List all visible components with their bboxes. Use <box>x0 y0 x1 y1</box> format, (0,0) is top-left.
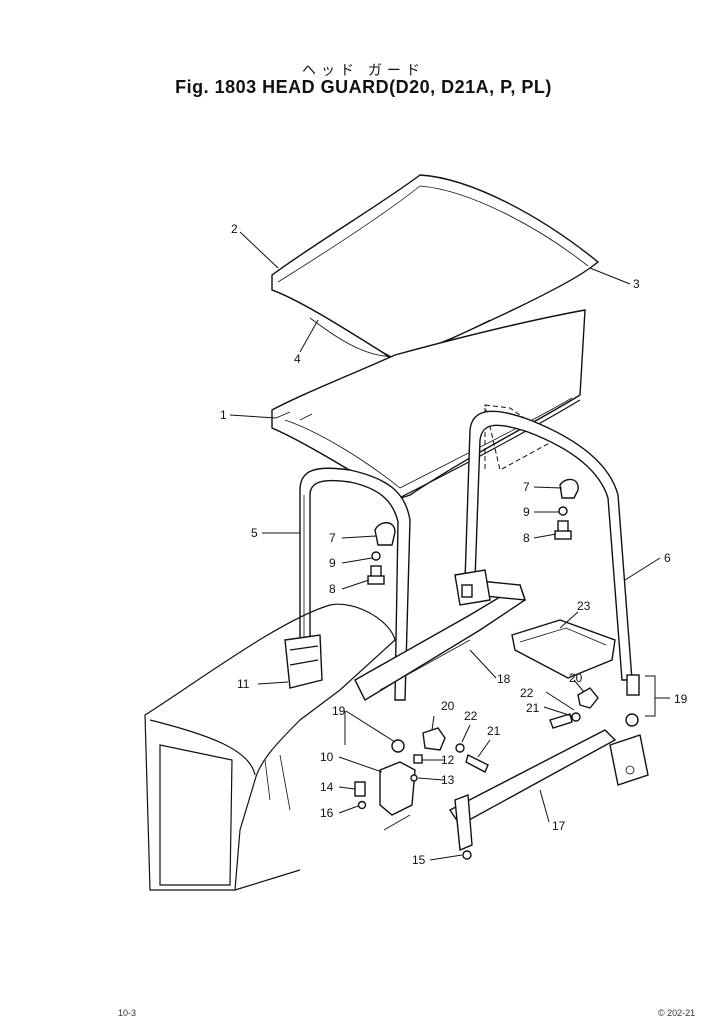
hardware-7-clamp-right <box>559 478 579 499</box>
part-10-bracket <box>379 761 416 831</box>
callout-8-right: 8 <box>523 531 530 545</box>
part-20-clamp-right <box>577 687 599 709</box>
part-19-sleeve <box>626 674 640 696</box>
part-19-collar-right <box>625 713 639 727</box>
callout-23: 23 <box>577 599 591 613</box>
callout-17: 17 <box>552 819 566 833</box>
callout-19-left: 19 <box>332 704 346 718</box>
washer-9-right <box>558 506 568 516</box>
callout-19-right: 19 <box>674 692 688 706</box>
washer-22-left <box>455 743 465 753</box>
hardware-7-clamp-left <box>374 522 396 546</box>
callout-21-right: 21 <box>526 701 540 715</box>
part-23-tray <box>511 619 616 679</box>
callout-6: 6 <box>664 551 671 565</box>
callout-13: 13 <box>441 773 455 787</box>
bolt-21-right <box>549 713 573 729</box>
callout-2: 2 <box>231 222 238 236</box>
washer-22-right <box>571 712 581 722</box>
leader-lines <box>229 231 670 861</box>
part-17-rail <box>448 729 649 852</box>
figure-title: Fig. 1803 HEAD GUARD(D20, D21A, P, PL) <box>175 77 552 97</box>
figure-title-japanese: ヘッド ガード <box>302 62 425 78</box>
bolt-21-left <box>465 753 489 773</box>
callout-8-left: 8 <box>329 582 336 596</box>
roof-panel <box>271 174 600 363</box>
bolt-8-left <box>367 565 385 585</box>
footer-page-right: © 202-21 <box>658 1008 696 1018</box>
callout-7-left: 7 <box>329 531 336 545</box>
footer-page-left: 10-3 <box>118 1008 137 1018</box>
callout-21-left: 21 <box>487 724 501 738</box>
callout-14: 14 <box>320 780 334 794</box>
callout-5: 5 <box>251 526 258 540</box>
bolt-14 <box>354 781 366 797</box>
fuel-tank-body <box>144 603 396 891</box>
part-20-clamp-left <box>422 727 446 751</box>
callout-4: 4 <box>294 352 301 366</box>
part-19-collar-left <box>391 739 405 753</box>
callout-1: 1 <box>220 408 227 422</box>
callout-3: 3 <box>633 277 640 291</box>
callout-9-left: 9 <box>329 556 336 570</box>
callout-16: 16 <box>320 806 334 820</box>
washer-9-left <box>371 551 381 561</box>
callout-11: 11 <box>237 677 250 691</box>
callout-7-right: 7 <box>523 480 530 494</box>
callout-20-right: 20 <box>569 671 583 685</box>
nut-15 <box>462 850 472 860</box>
bolt-8-right <box>554 520 572 540</box>
callout-labels: 2 3 4 1 5 6 7 7 9 9 8 8 11 23 18 19 19 2… <box>220 222 688 867</box>
callout-12: 12 <box>441 753 455 767</box>
callout-10: 10 <box>320 750 334 764</box>
callout-9-right: 9 <box>523 505 530 519</box>
callout-15: 15 <box>412 853 426 867</box>
frame-rail <box>354 569 527 701</box>
callout-22-right: 22 <box>520 686 534 700</box>
callout-20-left: 20 <box>441 699 455 713</box>
bolt-12 <box>413 754 423 764</box>
washer-16 <box>357 800 367 810</box>
washer-13 <box>410 774 418 782</box>
callout-22-left: 22 <box>464 709 478 723</box>
callout-18: 18 <box>497 672 511 686</box>
part-11-bracket <box>284 634 323 689</box>
